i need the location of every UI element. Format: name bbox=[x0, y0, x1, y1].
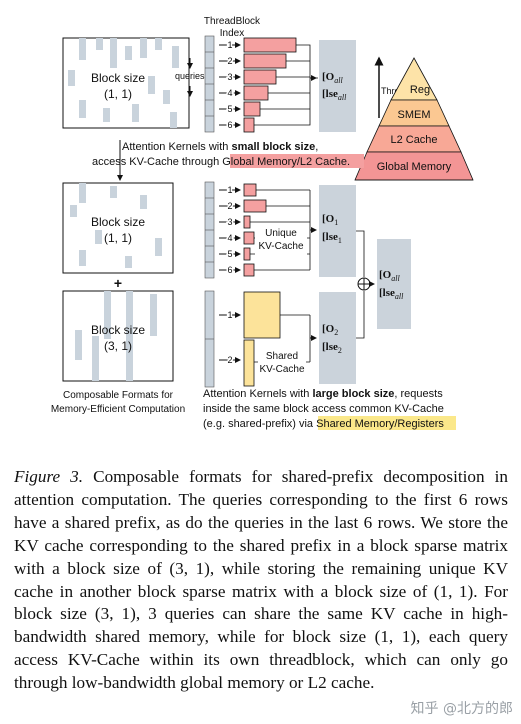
bottom-upper-thread-index: 2 bbox=[227, 201, 232, 211]
bottom-lower-block-value: (3, 1) bbox=[104, 339, 132, 353]
bottom-unique-kernel-bars bbox=[243, 183, 317, 277]
o2-label: O bbox=[326, 323, 335, 335]
bottom-caption-highlight: Shared Memory/Registers bbox=[316, 418, 444, 430]
bottom-caption-part1: Attention Kernels with bbox=[203, 388, 312, 400]
top-output-o-sub: all bbox=[334, 76, 343, 85]
top-block-size-label: Block size bbox=[91, 71, 145, 85]
plus-sign: + bbox=[114, 275, 122, 291]
merge-operator bbox=[356, 230, 375, 339]
o1-sub: 1 bbox=[334, 218, 338, 227]
bottom-upper-thread-index-list: 1 2 3 4 5 6 bbox=[219, 184, 241, 277]
bottom-upper-thread-index: 4 bbox=[227, 233, 232, 243]
bottom-lower-block-label: Block size bbox=[91, 323, 145, 337]
o1-output-block: [O1 [lse1 bbox=[319, 185, 356, 277]
bottom-upper-thread-index: 1 bbox=[227, 185, 232, 195]
bottom-upper-thread-index: 5 bbox=[227, 249, 232, 259]
svg-text:[O1: [O1 bbox=[322, 213, 338, 227]
top-thread-index: 4 bbox=[227, 88, 232, 98]
figure-diagram: Block size (1, 1) queries ThreadBlock In… bbox=[51, 16, 474, 430]
bottom-upper-block-label: Block size bbox=[91, 215, 145, 229]
bottom-lower-query-column bbox=[204, 290, 215, 388]
svg-text:[lseall: [lseall bbox=[322, 88, 347, 102]
svg-text:[O2: [O2 bbox=[322, 323, 338, 337]
top-caption-line2: access KV-Cache through bbox=[92, 156, 222, 168]
top-caption-highlight: Global Memory/L2 Cache bbox=[222, 156, 347, 168]
merged-o-label: O bbox=[383, 269, 392, 281]
top-sparse-matrix bbox=[62, 37, 190, 129]
pyramid-l2-label: L2 Cache bbox=[390, 134, 437, 146]
lse2-label: lse bbox=[326, 341, 338, 353]
merged-lse-sub: all bbox=[395, 292, 404, 301]
merged-o-sub: all bbox=[391, 274, 400, 283]
unique-kv-label-line1: Unique bbox=[265, 228, 297, 239]
top-output-o: O bbox=[326, 71, 335, 83]
o2-output-block: [O2 [lse2 bbox=[319, 292, 356, 384]
svg-text:Attention Kernels with small b: Attention Kernels with small block size, bbox=[122, 141, 318, 153]
merged-output-block: [Oall [lseall bbox=[377, 239, 411, 329]
bottom-upper-query-column bbox=[204, 181, 215, 279]
top-caption-part2: , bbox=[315, 141, 318, 153]
top-thread-index-list: 1 2 3 4 5 6 bbox=[219, 39, 241, 132]
bottom-upper-thread-index: 3 bbox=[227, 217, 232, 227]
figure-caption-label: Figure 3. bbox=[14, 467, 84, 486]
lse1-sub: 1 bbox=[338, 236, 342, 245]
bottom-caption-part2: , requests bbox=[394, 388, 443, 400]
threadblock-index-label: Index bbox=[220, 28, 244, 39]
left-caption-line1: Composable Formats for bbox=[63, 390, 174, 401]
figure-caption-text: Composable formats for shared-prefix dec… bbox=[14, 467, 509, 693]
svg-text:access KV-Cache through Global: access KV-Cache through Global Memory/L2… bbox=[92, 156, 350, 168]
top-kernel-bars bbox=[243, 37, 318, 133]
top-thread-index: 1 bbox=[227, 40, 232, 50]
top-output-block: [Oall [lseall bbox=[319, 40, 356, 132]
figure-caption: Figure 3. Composable formats for shared-… bbox=[14, 466, 508, 695]
lse1-label: lse bbox=[326, 231, 338, 243]
threadblock-label: ThreadBlock bbox=[204, 16, 261, 27]
top-caption-part1: Attention Kernels with bbox=[122, 141, 231, 153]
top-caption-bold: small block size bbox=[231, 141, 315, 153]
top-query-column bbox=[204, 35, 215, 133]
top-thread-index: 6 bbox=[227, 120, 232, 130]
bottom-lower-thread-index: 2 bbox=[227, 355, 232, 365]
bottom-highlight-bg bbox=[318, 416, 456, 430]
top-output-lse: lse bbox=[326, 88, 338, 100]
top-output-lse-sub: all bbox=[338, 93, 347, 102]
bottom-caption-bold: large block size bbox=[312, 388, 394, 400]
top-thread-index: 2 bbox=[227, 56, 232, 66]
top-block-size-value: (1, 1) bbox=[104, 87, 132, 101]
shared-kv-label-line1: Shared bbox=[266, 351, 298, 362]
svg-text:(e.g. shared-prefix) via Share: (e.g. shared-prefix) via Shared Memory/R… bbox=[203, 418, 444, 430]
queries-label: queries bbox=[175, 71, 205, 81]
o2-sub: 2 bbox=[334, 328, 338, 337]
pyramid-global-label: Global Memory bbox=[377, 161, 452, 173]
merged-lse-label: lse bbox=[383, 287, 395, 299]
bottom-lower-thread-index: 1 bbox=[227, 310, 232, 320]
svg-text:Attention Kernels with large b: Attention Kernels with large block size,… bbox=[203, 388, 443, 400]
unique-kv-label-line2: KV-Cache bbox=[258, 241, 303, 252]
bottom-caption-line2: inside the same block access common KV-C… bbox=[203, 403, 444, 415]
top-thread-index: 5 bbox=[227, 104, 232, 114]
pyramid-smem-label: SMEM bbox=[398, 109, 431, 121]
shared-kv-label-line2: KV-Cache bbox=[259, 364, 304, 375]
top-thread-index: 3 bbox=[227, 72, 232, 82]
bottom-upper-thread-index: 6 bbox=[227, 265, 232, 275]
svg-text:[lse1: [lse1 bbox=[322, 231, 342, 245]
watermark: 知乎 @北方的郎 bbox=[410, 701, 513, 717]
top-caption-end: . bbox=[347, 156, 350, 168]
bottom-unique-matrix bbox=[62, 182, 174, 274]
bottom-shared-kernel-bars bbox=[243, 291, 317, 387]
o1-label: O bbox=[326, 213, 335, 225]
bottom-upper-block-value: (1, 1) bbox=[104, 231, 132, 245]
svg-text:[lse2: [lse2 bbox=[322, 341, 342, 355]
top-highlight-bg bbox=[230, 154, 364, 168]
left-caption-line2: Memory-Efficient Computation bbox=[51, 404, 185, 415]
bottom-caption-line3: (e.g. shared-prefix) via bbox=[203, 418, 316, 430]
pyramid-reg-label: Reg bbox=[410, 84, 430, 96]
bottom-shared-matrix bbox=[62, 290, 174, 382]
lse2-sub: 2 bbox=[338, 346, 342, 355]
bottom-lower-thread-index-list: 1 2 bbox=[219, 309, 241, 367]
memory-hierarchy-pyramid: Throughput Reg SMEM L2 Cache Global Memo… bbox=[354, 56, 474, 181]
